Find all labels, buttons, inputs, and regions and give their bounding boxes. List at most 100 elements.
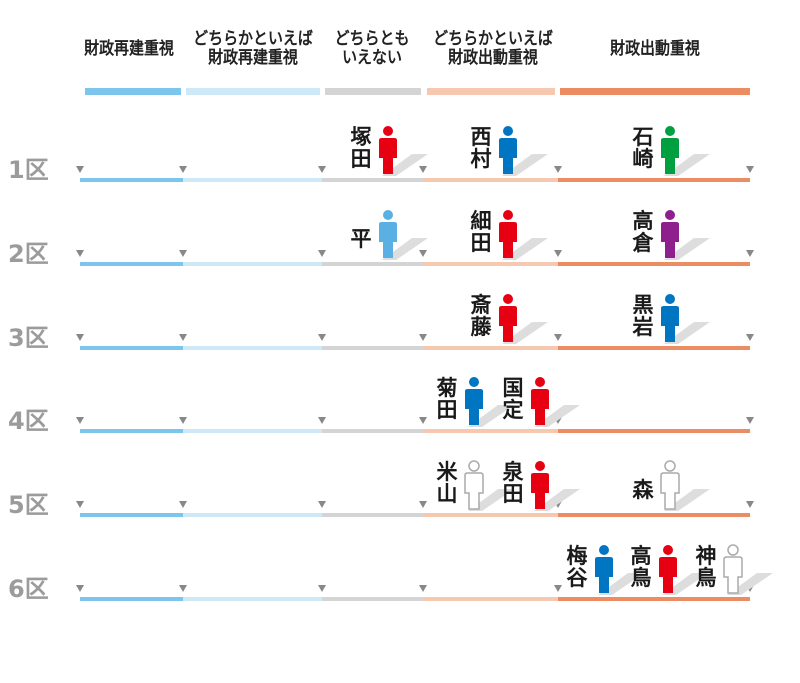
tick-marker [76, 417, 84, 424]
tick-marker [746, 250, 754, 257]
tick-marker [318, 166, 326, 173]
scale-segment [80, 178, 183, 182]
candidate-person-icon [661, 294, 710, 344]
tick-marker [554, 585, 562, 592]
candidate-name: 泉田 [502, 460, 524, 506]
candidate-person-icon [659, 545, 708, 595]
candidate-person-icon [531, 377, 580, 427]
tick-marker [554, 334, 562, 341]
scale-segment [558, 597, 750, 601]
candidate-name: 高鳥 [630, 544, 652, 590]
candidate-person-icon [723, 544, 773, 595]
header-bar-5 [560, 88, 750, 95]
candidate-name: 高倉 [632, 209, 654, 255]
tick-marker [318, 585, 326, 592]
scale-segment [558, 429, 750, 433]
scale-segment [183, 513, 322, 517]
scale-segment [322, 597, 423, 601]
scale-segment [322, 513, 423, 517]
scale-segment [80, 429, 183, 433]
tick-marker [179, 166, 187, 173]
tick-marker [419, 334, 427, 341]
candidate-person-icon [660, 460, 710, 511]
tick-marker [746, 501, 754, 508]
scale-segment [423, 346, 558, 350]
tick-marker [179, 334, 187, 341]
candidate-person-icon [464, 460, 514, 511]
scale-segment [558, 513, 750, 517]
tick-marker [419, 250, 427, 257]
tick-marker [419, 501, 427, 508]
scale-segment [80, 262, 183, 266]
tick-marker [76, 501, 84, 508]
tick-marker [76, 166, 84, 173]
candidate-name: 黒岩 [632, 293, 654, 339]
tick-marker [554, 250, 562, 257]
scale-segment [183, 597, 322, 601]
candidate-person-icon [499, 294, 548, 344]
scale-segment [80, 346, 183, 350]
district-label: 1区 [8, 156, 49, 184]
header-bar-2 [186, 88, 320, 95]
district-label: 2区 [8, 240, 49, 268]
tick-marker [318, 250, 326, 257]
header-category-4: どちらかといえば 財政出動重視 [433, 29, 553, 68]
header-category-5: 財政出動重視 [610, 39, 700, 59]
candidate-person-icon [531, 461, 580, 511]
candidate-name: 石崎 [632, 125, 654, 171]
candidate-person-icon [499, 210, 548, 260]
tick-marker [746, 417, 754, 424]
candidate-person-icon [661, 126, 710, 176]
tick-marker [179, 585, 187, 592]
scale-segment [423, 513, 558, 517]
scale-segment [322, 429, 423, 433]
tick-marker [554, 166, 562, 173]
scale-segment [558, 346, 750, 350]
candidate-name: 森 [632, 478, 654, 502]
district-label: 4区 [8, 407, 49, 435]
scale-segment [423, 178, 558, 182]
candidate-person-icon [465, 377, 514, 427]
tick-marker [76, 585, 84, 592]
candidate-name: 梅谷 [566, 544, 588, 590]
scale-segment [558, 178, 750, 182]
tick-marker [318, 501, 326, 508]
scale-segment [423, 262, 558, 266]
candidate-person-icon [595, 545, 644, 595]
district-label: 5区 [8, 491, 49, 519]
tick-marker [179, 501, 187, 508]
header-bar-3 [325, 88, 421, 95]
candidate-person-icon [379, 210, 428, 260]
tick-marker [76, 250, 84, 257]
candidate-name: 斎藤 [470, 293, 492, 339]
scale-segment [183, 262, 322, 266]
candidate-name: 平 [350, 227, 372, 251]
scale-segment [423, 597, 558, 601]
scale-segment [322, 262, 423, 266]
scale-segment [183, 429, 322, 433]
tick-marker [746, 334, 754, 341]
candidate-name: 国定 [502, 376, 524, 422]
header-category-1: 財政再建重視 [84, 39, 174, 59]
tick-marker [179, 250, 187, 257]
scale-segment [558, 262, 750, 266]
scale-segment [80, 597, 183, 601]
scale-segment [322, 178, 423, 182]
candidate-name: 西村 [470, 125, 492, 171]
header-bar-1 [85, 88, 181, 95]
tick-marker [179, 417, 187, 424]
candidate-name: 米山 [436, 460, 458, 506]
district-label: 6区 [8, 575, 49, 603]
candidate-name: 神鳥 [695, 544, 717, 590]
tick-marker [419, 417, 427, 424]
tick-marker [419, 166, 427, 173]
tick-marker [746, 166, 754, 173]
tick-marker [419, 585, 427, 592]
tick-marker [318, 417, 326, 424]
tick-marker [76, 334, 84, 341]
scale-segment [423, 429, 558, 433]
header-bar-4 [427, 88, 555, 95]
candidate-person-icon [379, 126, 428, 176]
